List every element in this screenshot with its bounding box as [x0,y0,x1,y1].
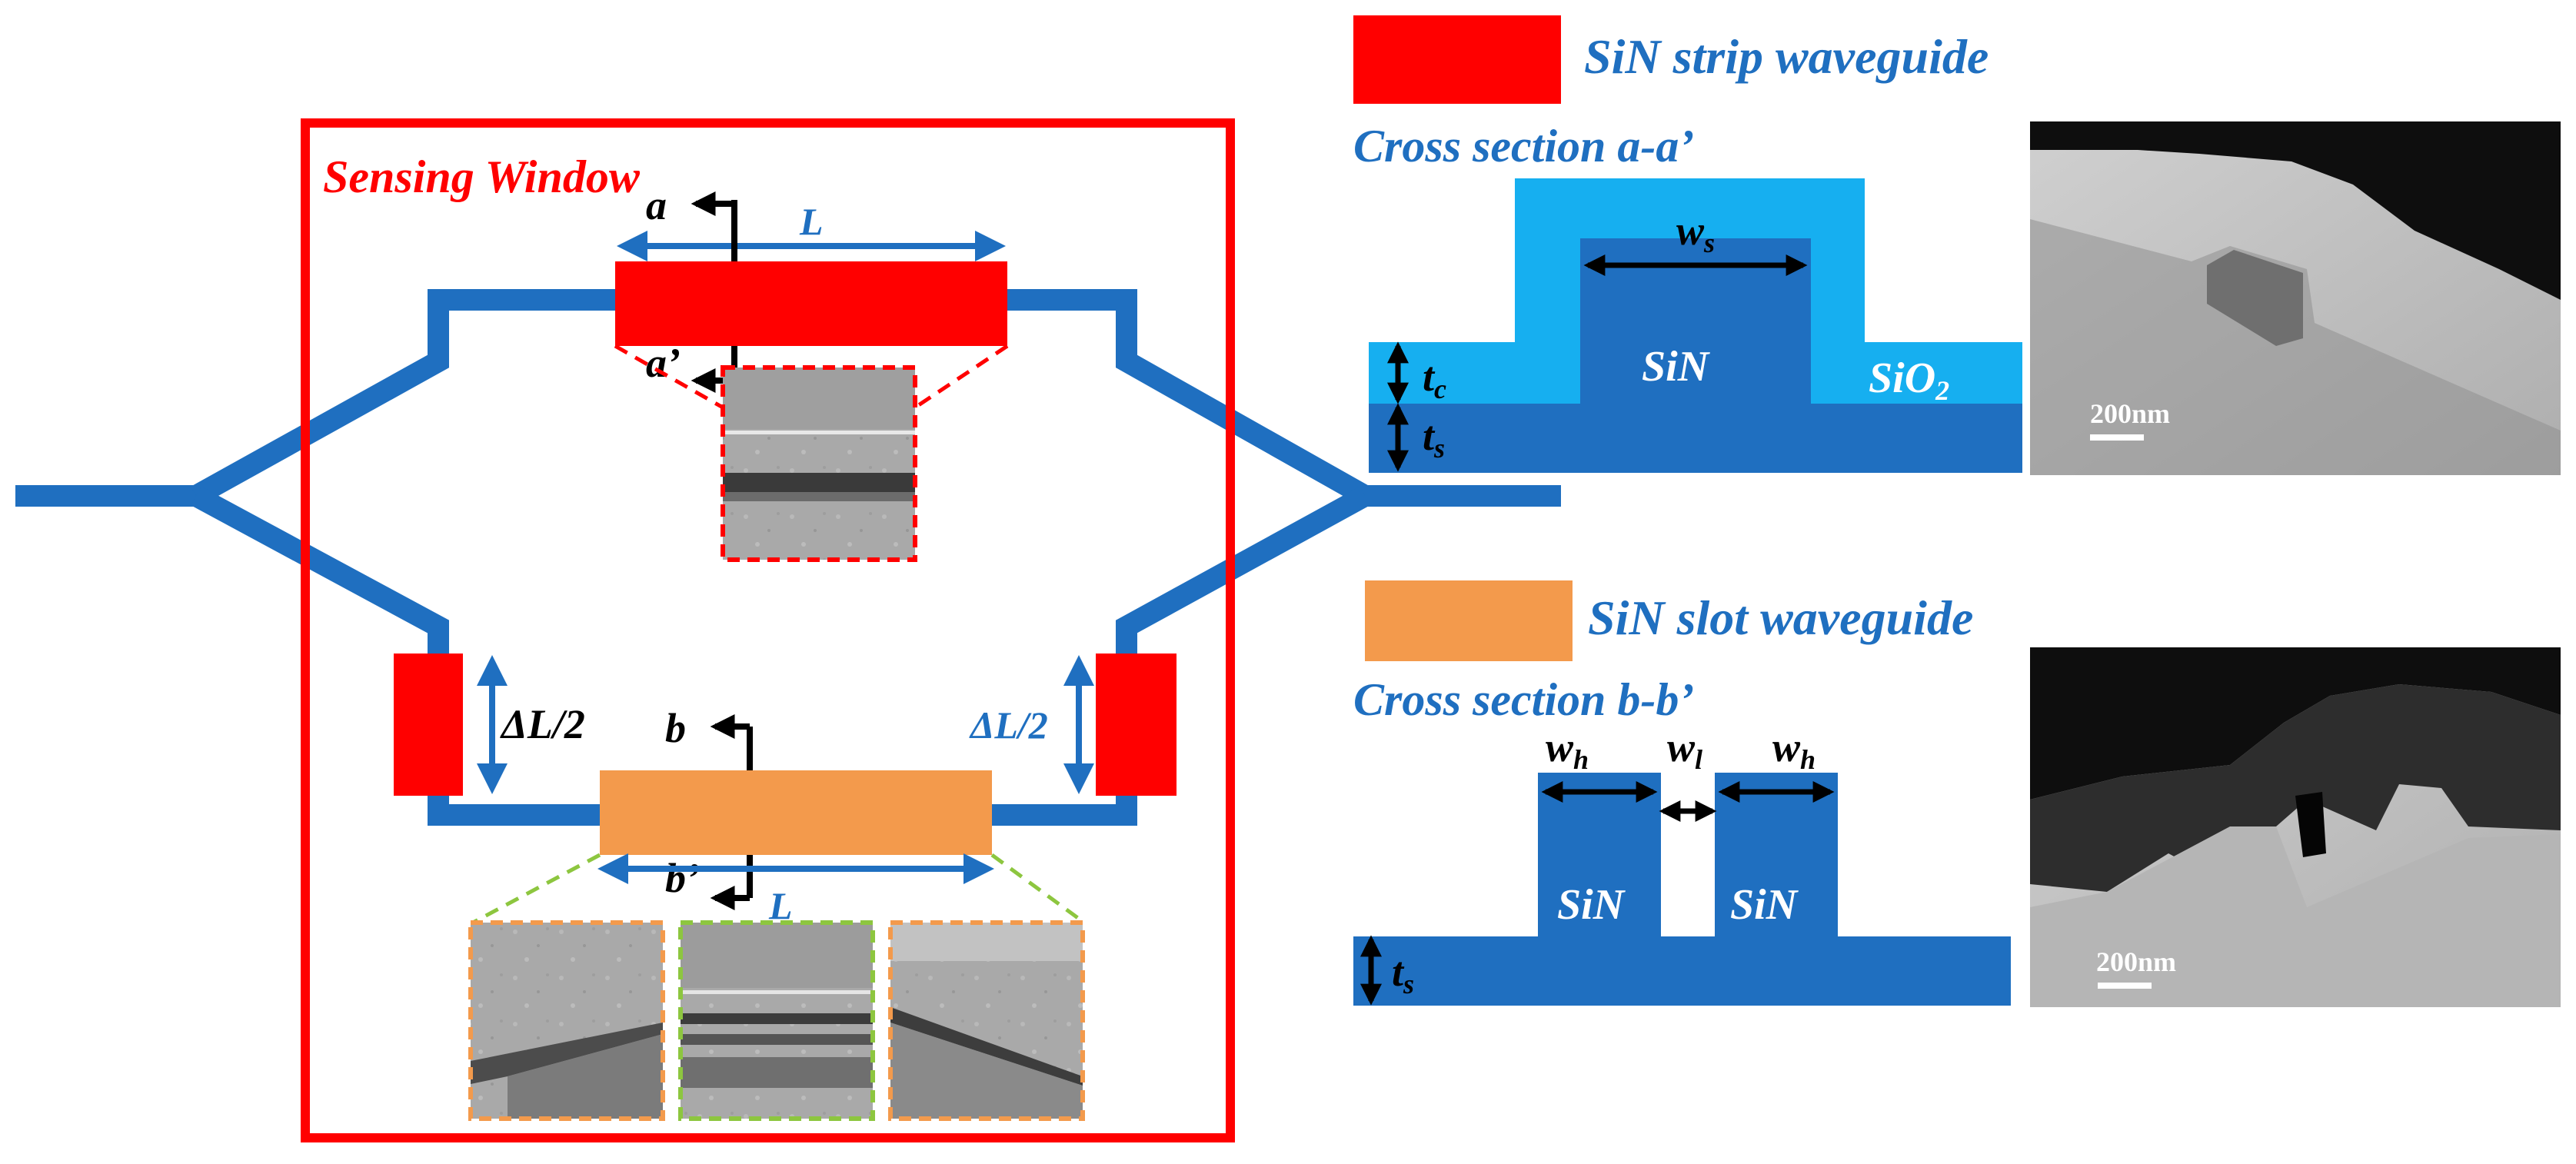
zoom-line-left [614,344,724,410]
slot-tem-scale-bar [2098,983,2152,989]
strip-legend-swatch [1353,15,1561,104]
slot-tem-image: 200nm [2030,647,2561,1007]
strip-cross-section: SiN SiO2 ws tc ts [1369,178,2022,473]
mzi-diagram: Sensing Window L a a’ ΔL/2 ΔL/2 [15,118,1561,1142]
delta-right-segment [1096,654,1177,796]
cut-label-a: a [646,182,667,228]
sensing-window-frame [301,118,1235,1142]
sensing-window-label: Sensing Window [323,151,641,202]
clad-thickness-label: tc [1423,354,1446,404]
cut-label-a-prime: a’ [646,340,681,386]
strip-cladding-label: SiO2 [1869,354,1949,406]
slot-waveguide-segment [600,770,992,855]
cut-label-b: b [665,705,686,751]
slot-sem-inset-left [468,920,665,1121]
strip-slab [1369,404,2022,473]
slot-slab [1353,936,2011,1006]
delta-left-segment [394,654,463,796]
slot-legend-label: SiN slot waveguide [1588,590,1973,645]
slot-sem-inset-right [888,920,1085,1121]
slot-zoom-line-left [471,853,601,925]
slot-left-rail-label: SiN [1557,881,1626,929]
gap-width-label: wl [1667,724,1702,775]
upper-arm-path-right [1007,289,1370,506]
bottom-arm-length-label: L [768,884,793,927]
top-arm-length-label: L [799,200,824,243]
strip-sem-inset [721,365,917,562]
strip-core-label: SiN [1642,343,1711,391]
right-rail-width-label: wh [1772,724,1816,775]
slot-panel: SiN slot waveguide Cross section b-b’ Si… [1353,580,2561,1007]
slot-cross-section: SiN SiN wh wl wh ts [1353,724,2011,1006]
strip-panel: SiN strip waveguide Cross section a-a’ S… [1353,15,2561,475]
slot-sem-inset-center [678,920,875,1121]
lower-arm-path-right [992,486,1370,826]
strip-legend-label: SiN strip waveguide [1584,29,1989,84]
slot-right-rail-label: SiN [1730,881,1799,929]
slot-section-title: Cross section b-b’ [1353,674,1694,725]
strip-slab-thickness-label: ts [1423,413,1445,464]
strip-width-label: ws [1676,208,1715,258]
delta-left-label: ΔL/2 [500,701,585,747]
upper-arm-path [191,289,619,506]
strip-tem-image: 200nm [2030,121,2561,475]
slot-tem-scale-label: 200nm [2096,946,2176,977]
slot-slab-thickness-label: ts [1392,949,1414,999]
slot-legend-swatch [1365,580,1573,661]
delta-right-label: ΔL/2 [969,703,1048,747]
strip-waveguide-segment [615,261,1007,346]
strip-tem-scale-bar [2090,434,2144,441]
strip-section-title: Cross section a-a’ [1353,121,1694,171]
slot-zoom-line-right [990,853,1086,925]
strip-tem-scale-label: 200nm [2090,398,2170,429]
cut-label-b-prime: b’ [665,855,700,901]
zoom-line-right [914,344,1009,410]
left-rail-width-label: wh [1546,724,1589,775]
